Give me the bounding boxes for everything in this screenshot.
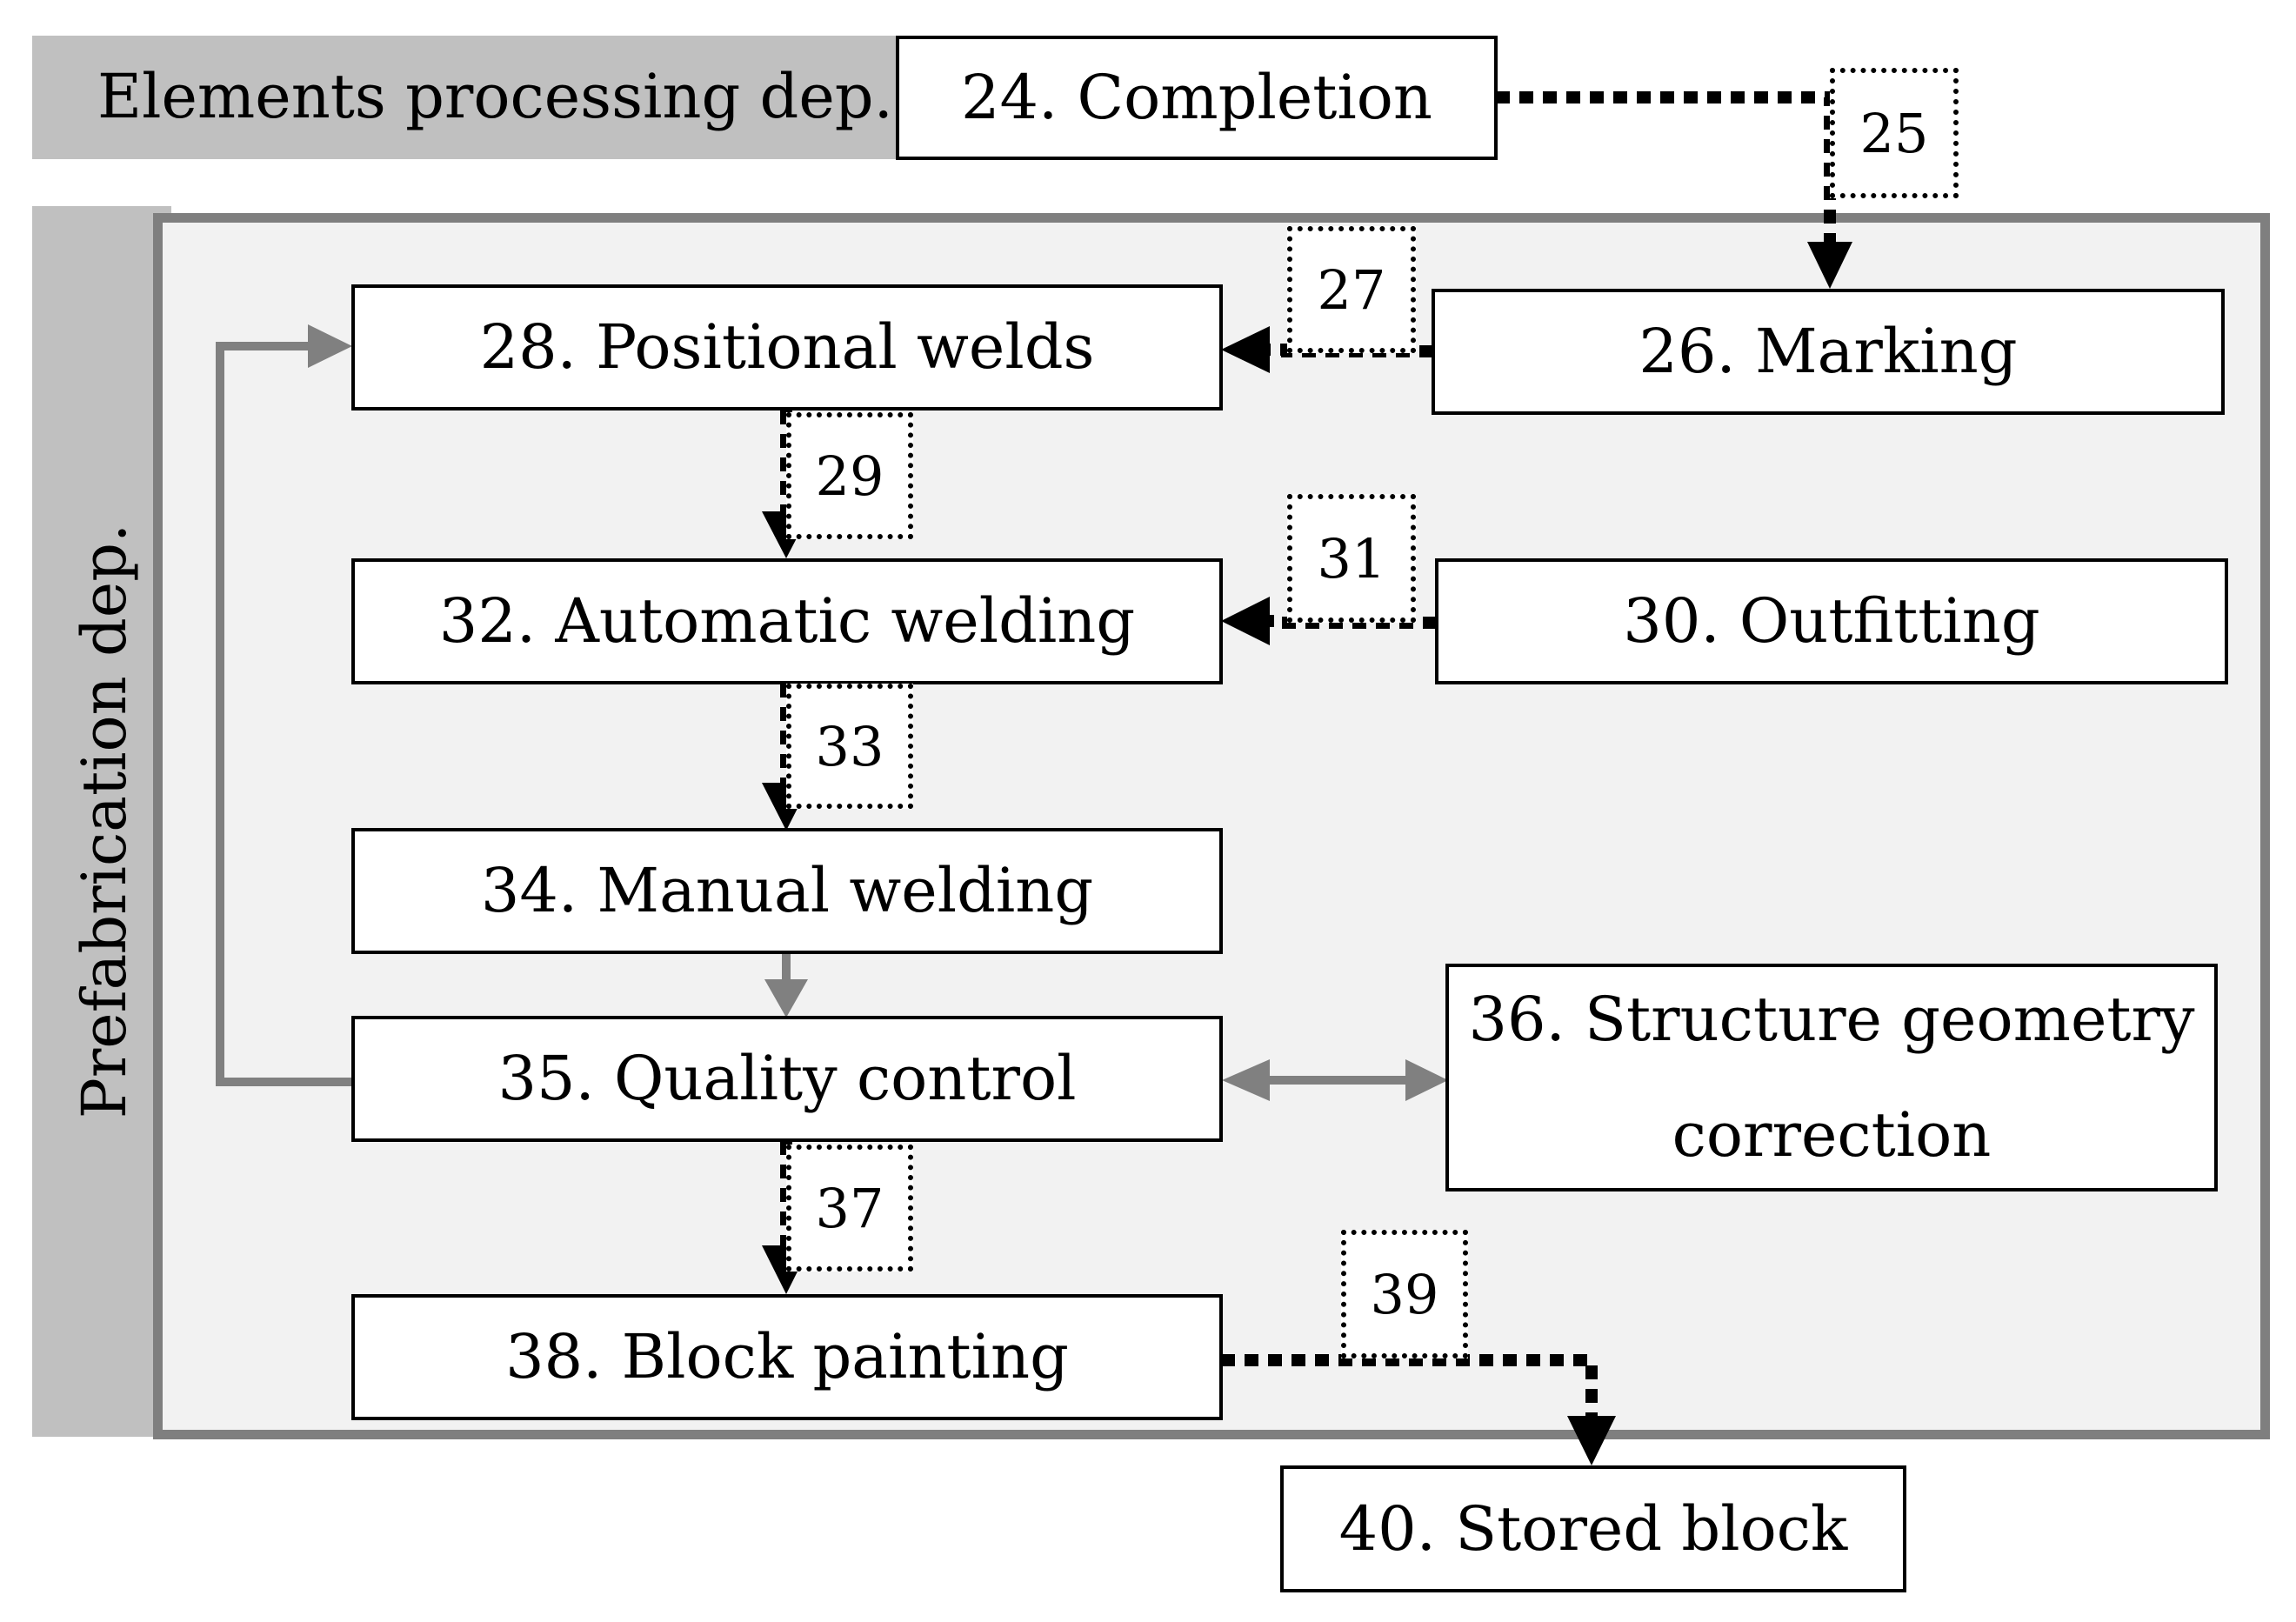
arrowhead-31	[1221, 597, 1270, 645]
transport-arrow-39	[1221, 1354, 1598, 1418]
marking-box: 26. Marking	[1432, 289, 2225, 415]
transport-step-29: 29	[786, 412, 913, 539]
correction-arrowhead-right	[1405, 1059, 1448, 1101]
transport-step-27: 27	[1287, 226, 1416, 353]
transport-step-39: 39	[1341, 1230, 1468, 1358]
stored-block-box: 40. Stored block	[1280, 1465, 1906, 1592]
automatic-welding-box: 32. Automatic welding	[351, 558, 1223, 684]
structure-correction-line-2: correction	[1672, 1099, 1992, 1171]
transport-arrow-25	[1496, 91, 1836, 244]
transport-step-31: 31	[1287, 494, 1416, 623]
manual-welding-box: 34. Manual welding	[351, 828, 1223, 954]
transport-arrow-31	[1270, 615, 1437, 629]
transport-step-37: 37	[786, 1145, 913, 1272]
control-arrowhead-34-35	[764, 979, 808, 1018]
rework-loop-arrowhead	[308, 324, 352, 368]
prefabrication-panel	[153, 213, 2270, 1439]
structure-geometry-correction-box: 36. Structure geometry correction	[1445, 964, 2218, 1191]
correction-arrowhead-left	[1222, 1059, 1270, 1101]
prefabrication-lane	[32, 206, 171, 1437]
elements-processing-lane	[32, 36, 902, 159]
arrowhead-27	[1221, 326, 1270, 373]
structure-correction-line-1: 36. Structure geometry	[1468, 984, 2195, 1055]
arrowhead-39	[1567, 1416, 1616, 1465]
outfitting-box: 30. Outfitting	[1435, 558, 2228, 684]
transport-step-25: 25	[1830, 68, 1959, 198]
transport-step-33: 33	[786, 684, 913, 809]
rework-loop-arrow	[216, 342, 352, 1086]
arrowhead-25	[1807, 242, 1852, 289]
positional-welds-box: 28. Positional welds	[351, 284, 1223, 411]
elements-processing-label: Elements processing dep.	[97, 61, 893, 132]
quality-control-box: 35. Quality control	[351, 1016, 1223, 1142]
block-painting-box: 38. Block painting	[351, 1294, 1223, 1420]
completion-box: 24. Completion	[896, 36, 1498, 160]
